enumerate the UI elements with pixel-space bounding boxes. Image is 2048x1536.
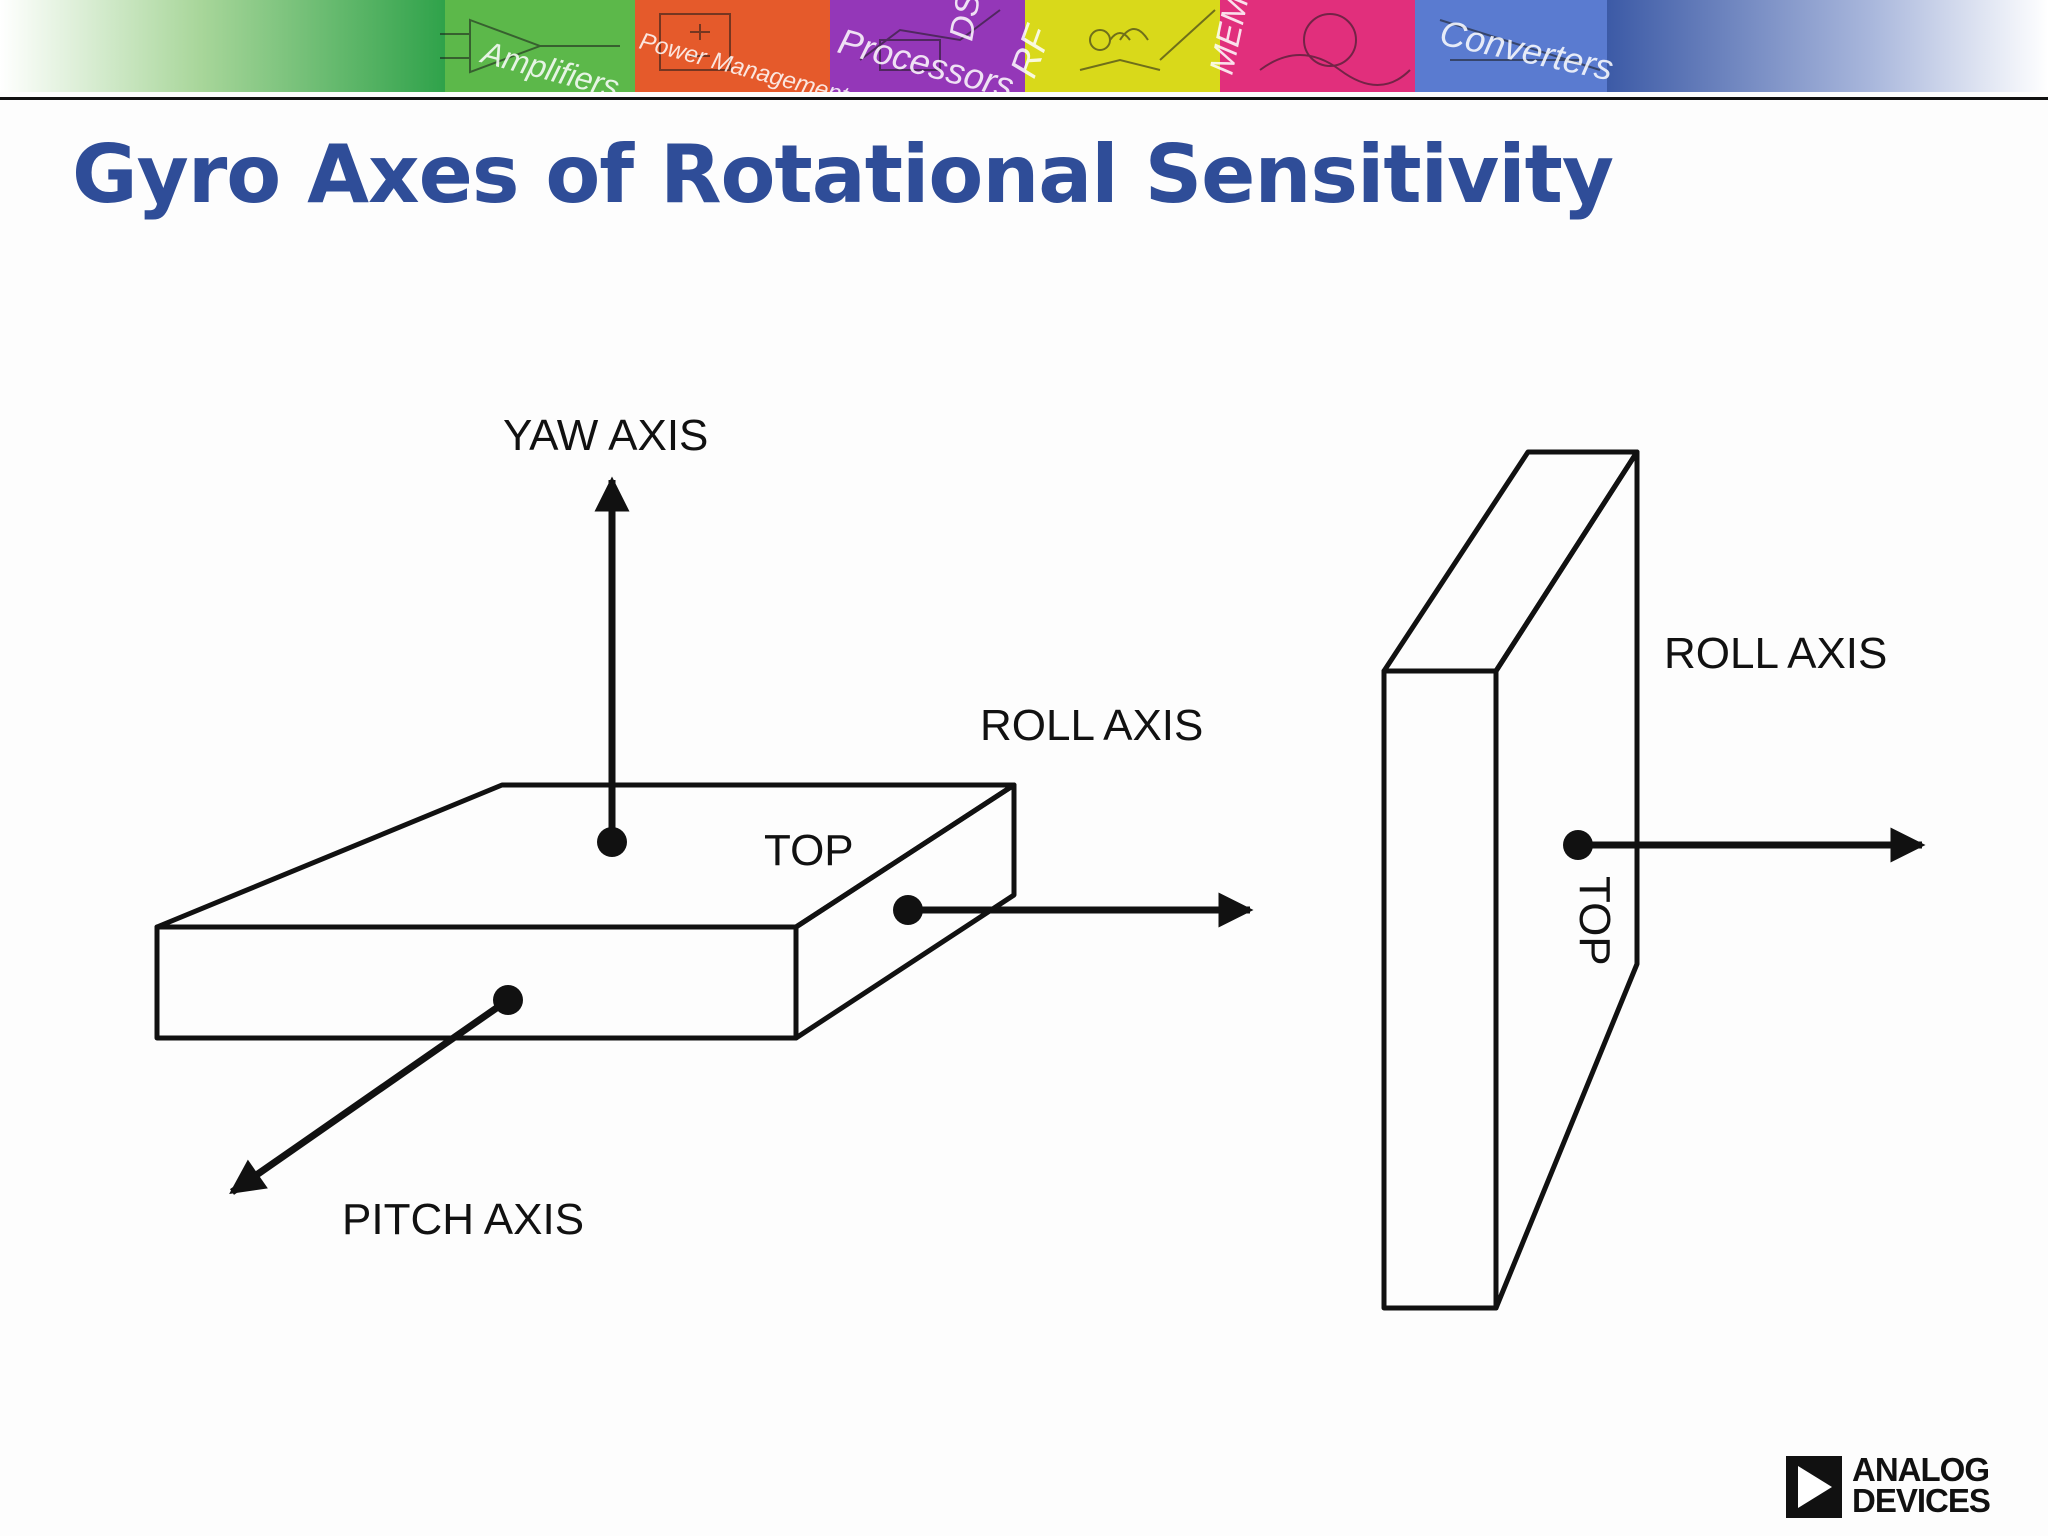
left-roll-axis-label: ROLL AXIS bbox=[980, 701, 1203, 750]
pitch-axis-origin-dot bbox=[493, 985, 523, 1015]
right-device-top-label: TOP bbox=[1570, 876, 1619, 966]
analog-devices-logo-mark bbox=[1786, 1456, 1842, 1518]
banner-segment-power bbox=[635, 0, 830, 92]
banner-segment-converters bbox=[1415, 0, 1607, 92]
logo-line-1: ANALOG bbox=[1852, 1451, 1990, 1488]
yaw-axis-label: YAW AXIS bbox=[503, 411, 708, 460]
left-device-top-label: TOP bbox=[764, 826, 854, 875]
yaw-axis-origin-dot bbox=[597, 827, 627, 857]
analog-devices-logo-text: ANALOG DEVICES bbox=[1852, 1451, 1991, 1519]
left-roll-axis-origin-dot bbox=[893, 895, 923, 925]
banner-segment-mems bbox=[1220, 0, 1415, 92]
right-device-side-face bbox=[1493, 449, 1640, 1311]
header-divider bbox=[0, 97, 2048, 100]
right-roll-axis-label: ROLL AXIS bbox=[1664, 629, 1887, 678]
banner-circuit-art bbox=[440, 9, 1601, 86]
banner-right-fade bbox=[1607, 0, 2048, 92]
header-banner: Amplifiers Power Management Processors D… bbox=[0, 0, 2048, 92]
left-device-top-face bbox=[154, 782, 1017, 930]
analog-devices-logo: ANALOG DEVICES bbox=[1786, 1451, 1996, 1522]
logo-line-2: DEVICES bbox=[1852, 1482, 1991, 1519]
right-device-front-face bbox=[1381, 668, 1499, 1311]
yaw-axis: YAW AXIS bbox=[503, 411, 708, 857]
right-device-top-face bbox=[1381, 449, 1640, 674]
right-device bbox=[1381, 449, 1640, 1311]
right-roll-axis: ROLL AXIS bbox=[1563, 629, 1926, 863]
banner-left-fade bbox=[0, 0, 445, 92]
slide-title: Gyro Axes of Rotational Sensitivity bbox=[72, 128, 1614, 221]
left-device bbox=[154, 782, 1017, 1041]
left-device-side-face bbox=[793, 782, 1017, 1041]
pitch-axis: PITCH AXIS bbox=[229, 985, 584, 1244]
banner-segment-rf bbox=[1025, 0, 1220, 92]
pitch-axis-label: PITCH AXIS bbox=[342, 1195, 584, 1244]
pitch-axis-arrow bbox=[229, 997, 510, 1195]
right-roll-axis-origin-dot bbox=[1563, 830, 1593, 860]
left-roll-axis: ROLL AXIS bbox=[893, 701, 1254, 928]
